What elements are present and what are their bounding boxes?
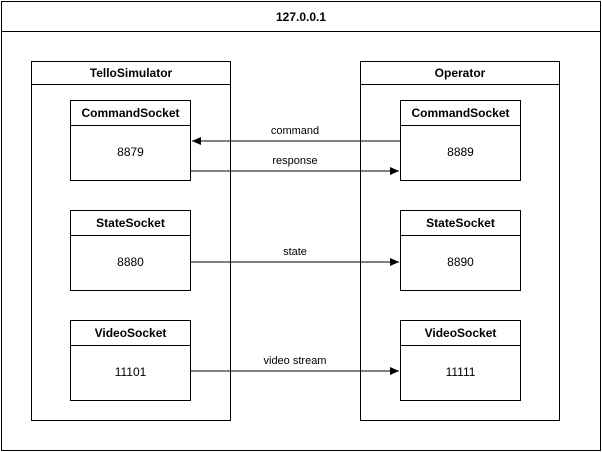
simulator-title: TelloSimulator: [32, 62, 230, 85]
socket-title: CommandSocket: [71, 101, 190, 126]
state-edge-label: state: [283, 246, 307, 258]
socket-title: StateSocket: [401, 211, 520, 236]
socket-title: CommandSocket: [401, 101, 520, 126]
socket-title: VideoSocket: [71, 321, 190, 346]
simulator-video-socket: VideoSocket 11101: [70, 320, 191, 401]
socket-title: VideoSocket: [401, 321, 520, 346]
operator-state-socket: StateSocket 8890: [400, 210, 521, 291]
simulator-command-socket: CommandSocket 8879: [70, 100, 191, 181]
socket-port: 8879: [117, 145, 144, 159]
simulator-state-socket: StateSocket 8880: [70, 210, 191, 291]
socket-port: 11111: [445, 365, 476, 379]
host-title: 127.0.0.1: [2, 2, 600, 32]
command-edge-label: command: [270, 125, 320, 137]
socket-port: 8889: [447, 145, 474, 159]
operator-title: Operator: [361, 62, 559, 85]
operator-command-socket: CommandSocket 8889: [400, 100, 521, 181]
response-edge-label: response: [272, 155, 318, 167]
socket-title: StateSocket: [71, 211, 190, 236]
socket-port: 8880: [117, 255, 144, 269]
socket-port: 8890: [447, 255, 474, 269]
socket-port: 11101: [114, 365, 147, 379]
video-stream-edge-label: video stream: [263, 355, 327, 367]
operator-video-socket: VideoSocket 11111: [400, 320, 521, 401]
